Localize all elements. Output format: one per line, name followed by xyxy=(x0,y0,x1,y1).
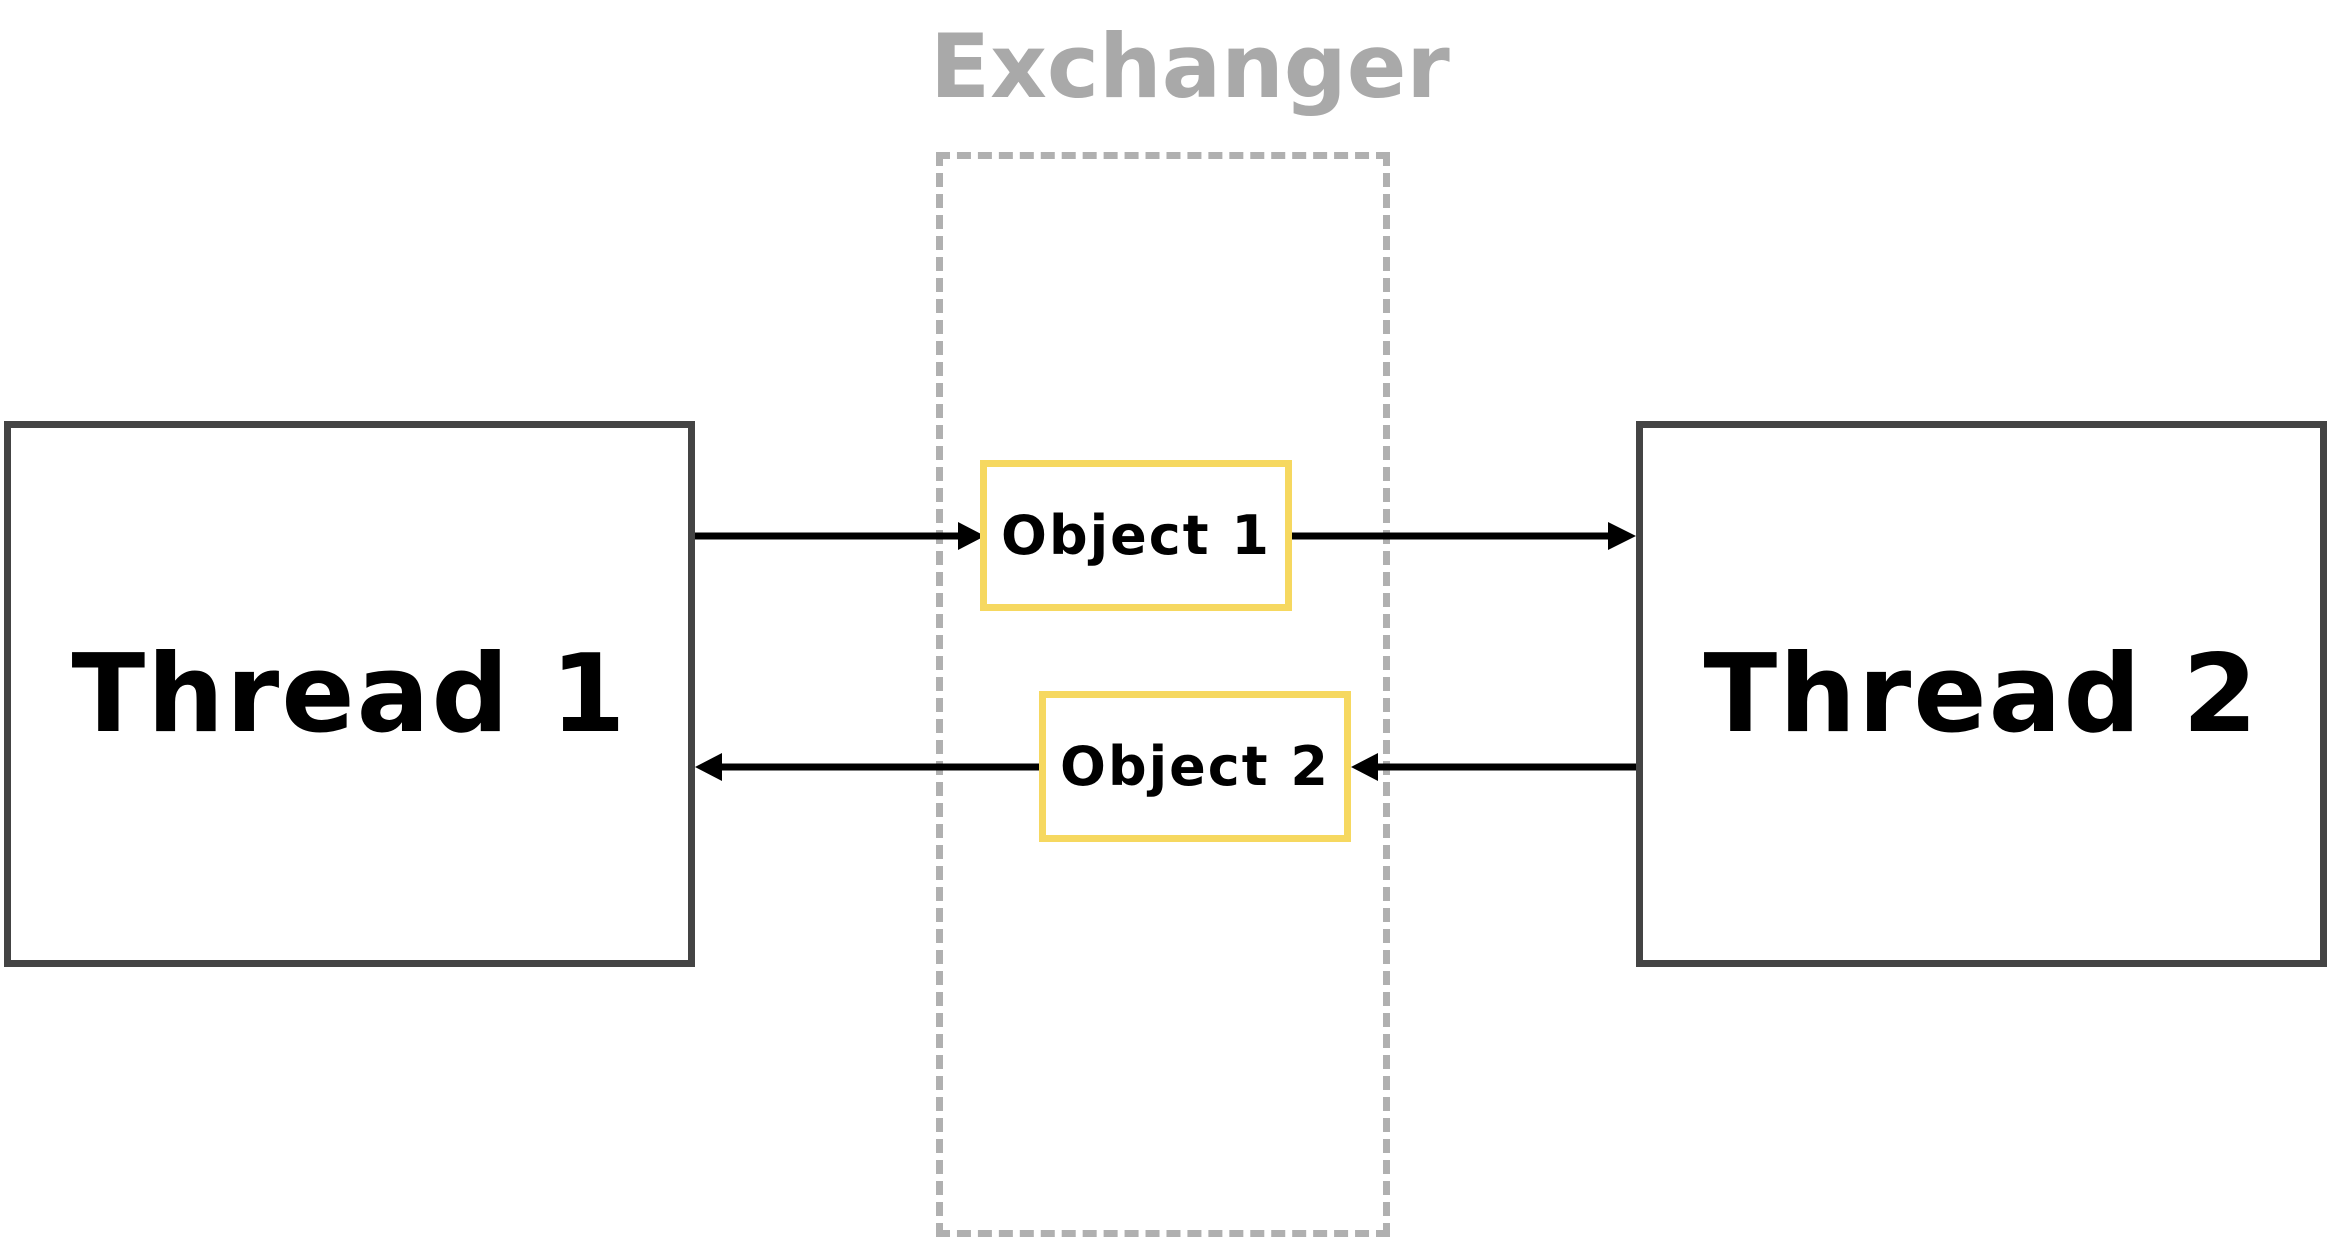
arrow-thread2-to-object2 xyxy=(1351,753,1636,781)
arrow-object1-to-thread2 xyxy=(1292,522,1636,550)
exchanger-title: Exchanger xyxy=(930,15,1450,118)
object-1-box: Object 1 xyxy=(980,460,1292,611)
thread-1-label: Thread 1 xyxy=(71,631,628,757)
arrow-object2-to-thread1 xyxy=(695,753,1039,781)
exchanger-container xyxy=(936,152,1390,1237)
object-1-label: Object 1 xyxy=(1001,504,1271,567)
thread-2-box: Thread 2 xyxy=(1636,421,2327,967)
arrow-thread1-to-object1 xyxy=(695,522,985,550)
thread-2-label: Thread 2 xyxy=(1703,631,2260,757)
thread-1-box: Thread 1 xyxy=(4,421,695,967)
object-2-label: Object 2 xyxy=(1060,735,1330,798)
object-2-box: Object 2 xyxy=(1039,691,1351,842)
